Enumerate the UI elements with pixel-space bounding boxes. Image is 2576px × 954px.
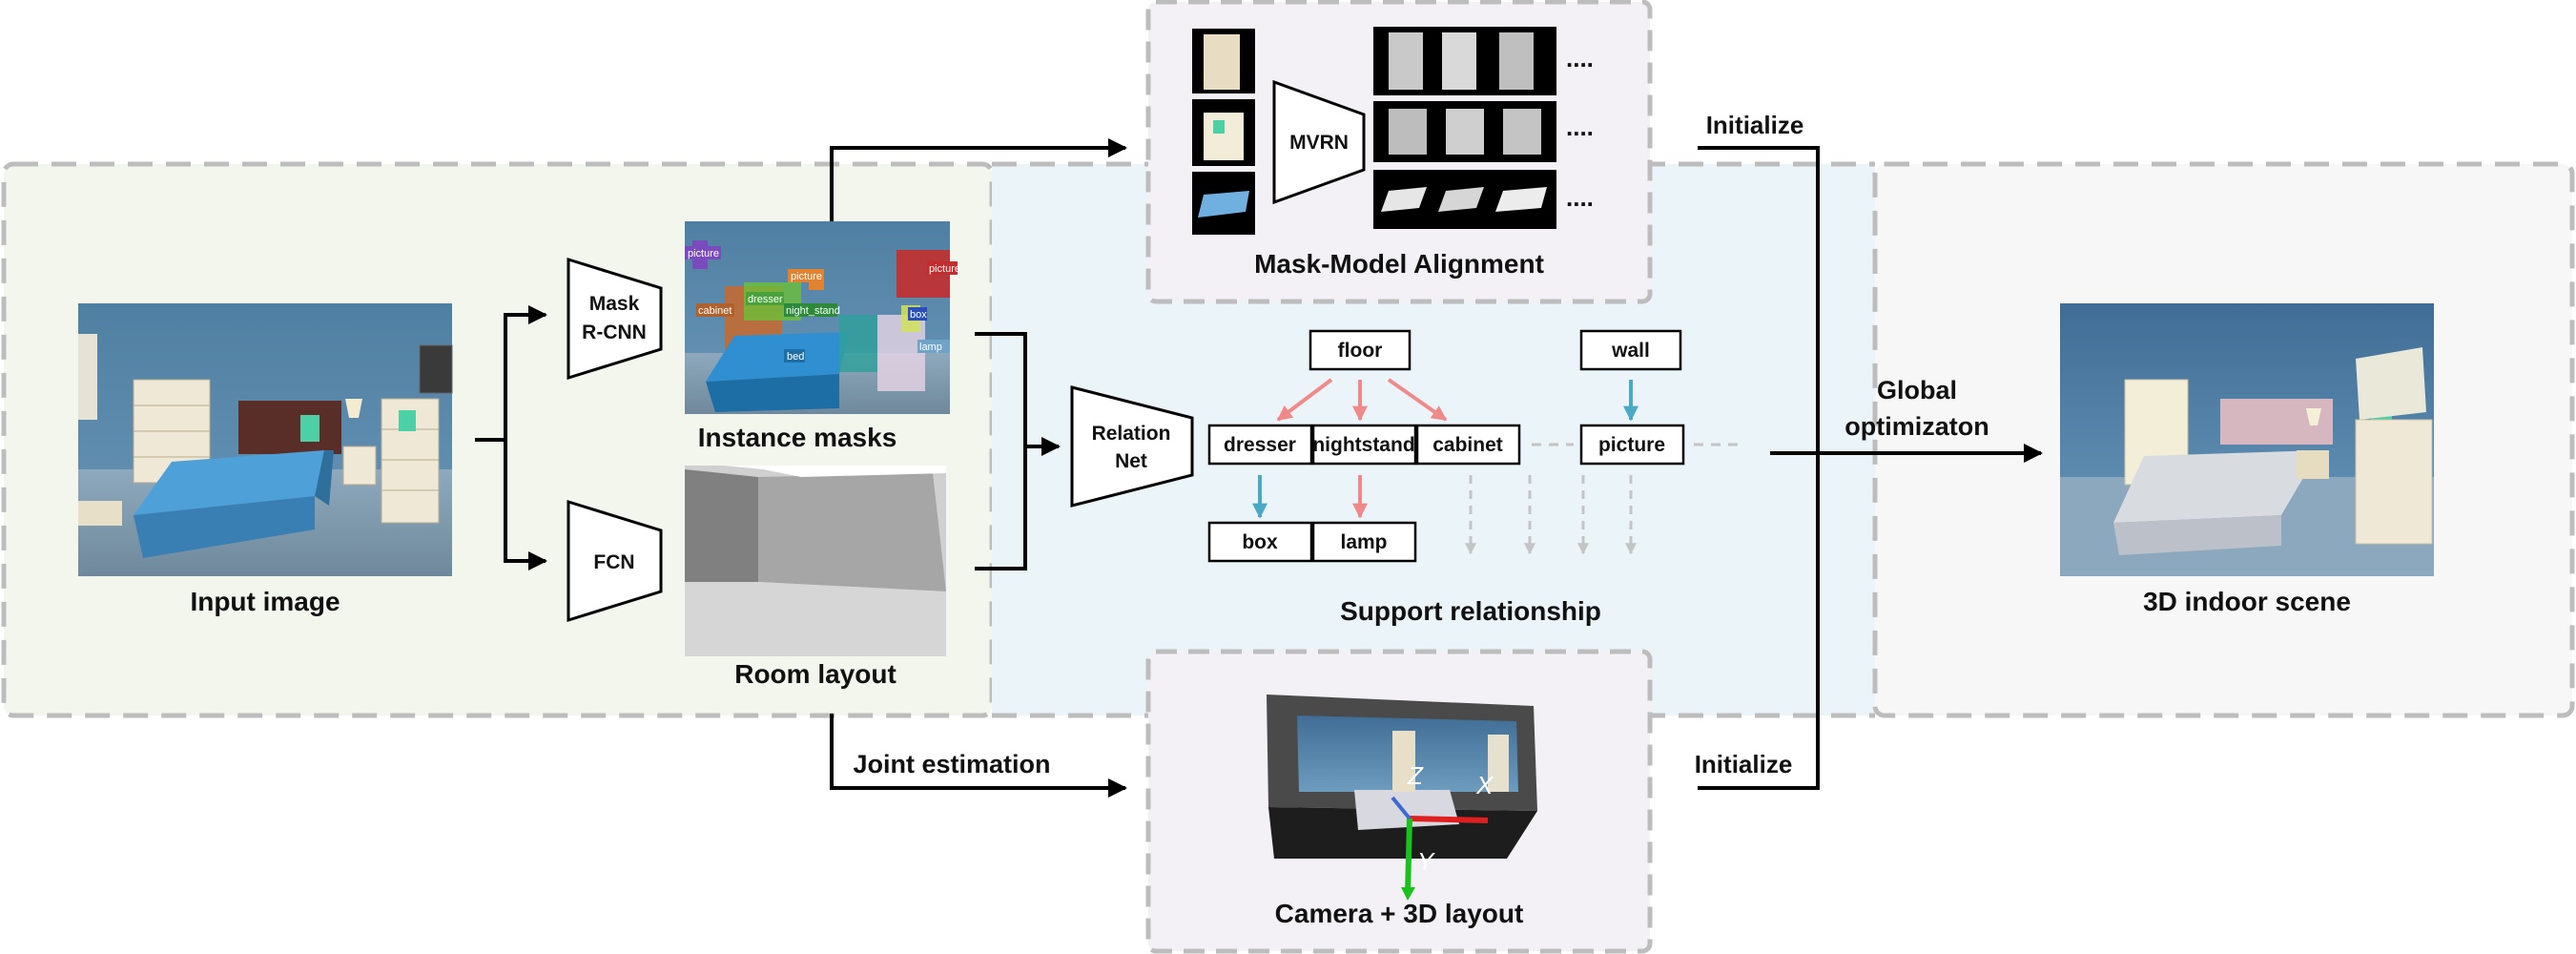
relation-net-label-1: Relation bbox=[1092, 423, 1171, 445]
initialize-bottom-label: Initialize bbox=[1695, 750, 1793, 778]
support-caption: Support relationship bbox=[1340, 596, 1601, 626]
axis-z-line bbox=[1391, 796, 1412, 820]
global-optimization-label-2: optimizaton bbox=[1844, 412, 1989, 441]
mask-tag-bed: bed bbox=[787, 351, 804, 363]
output-scene-image bbox=[2060, 303, 2434, 576]
axis-x-label: X bbox=[1475, 771, 1494, 799]
node-nightstand-label: nightstand bbox=[1312, 434, 1414, 456]
arrow-to-alignment bbox=[830, 138, 1127, 221]
mask-tag-picture-c: picture bbox=[929, 263, 960, 275]
node-cabinet bbox=[1415, 424, 1521, 466]
node-cabinet-label: cabinet bbox=[1432, 434, 1503, 456]
edge-floor-cabinet bbox=[1387, 378, 1448, 422]
joint-estimation-label: Joint estimation bbox=[853, 750, 1050, 778]
node-dresser bbox=[1207, 424, 1313, 466]
instance-masks-caption: Instance masks bbox=[698, 423, 897, 452]
node-lamp bbox=[1311, 521, 1417, 563]
global-optimization-label-1: Global bbox=[1877, 376, 1957, 404]
node-lamp-label: lamp bbox=[1340, 531, 1387, 553]
camera-layout-image bbox=[1267, 695, 1537, 901]
mvrn-block bbox=[1272, 79, 1366, 205]
node-floor bbox=[1309, 329, 1412, 371]
mask-tag-dresser: dresser bbox=[748, 294, 783, 305]
node-box bbox=[1207, 521, 1313, 563]
node-nightstand bbox=[1311, 424, 1417, 466]
model-retrieval-grid bbox=[1373, 27, 1556, 229]
ellipsis-row-2: .... bbox=[1566, 113, 1594, 141]
mask-tag-cabinet: cabinet bbox=[698, 305, 732, 317]
axis-y-label: Y bbox=[1417, 847, 1435, 876]
mask-tag-picture-a: picture bbox=[688, 248, 719, 259]
arrow-masks-merge bbox=[975, 332, 1027, 570]
input-image bbox=[78, 303, 453, 576]
output-scene-caption: 3D indoor scene bbox=[2143, 587, 2351, 616]
node-box-label: box bbox=[1242, 531, 1278, 553]
arrow-input-to-fcn bbox=[504, 440, 547, 570]
relation-net-label-2: Net bbox=[1115, 450, 1147, 472]
node-dresser-label: dresser bbox=[1224, 434, 1296, 456]
initialize-top-label: Initialize bbox=[1706, 111, 1804, 139]
maskrcnn-block bbox=[567, 257, 663, 381]
mvrn-label: MVRN bbox=[1289, 132, 1349, 154]
alignment-masks bbox=[1192, 29, 1255, 235]
instance-masks-image: picture picture picture cabinet dresser … bbox=[685, 221, 960, 414]
node-wall bbox=[1579, 329, 1682, 371]
node-picture-label: picture bbox=[1598, 434, 1665, 456]
mask-tag-night-stand: night_stand bbox=[786, 305, 840, 317]
room-layout-caption: Room layout bbox=[734, 659, 896, 689]
arrow-to-camera bbox=[830, 714, 1127, 798]
ellipsis-row-1: .... bbox=[1566, 44, 1594, 73]
node-wall-label: wall bbox=[1611, 340, 1650, 362]
relation-net-block bbox=[1070, 385, 1194, 508]
support-graph: floor wall dresser nightstand cabinet pi… bbox=[1207, 329, 1740, 563]
maskrcnn-label-2: R-CNN bbox=[582, 321, 647, 343]
node-picture bbox=[1579, 424, 1685, 466]
mask-tag-lamp: lamp bbox=[919, 342, 942, 353]
mask-tag-picture-b: picture bbox=[791, 271, 822, 282]
axis-y-line bbox=[1405, 818, 1412, 896]
alignment-caption: Mask-Model Alignment bbox=[1254, 249, 1544, 279]
mask-tag-box: box bbox=[910, 309, 927, 321]
maskrcnn-label-1: Mask bbox=[589, 293, 640, 315]
arrow-input-split bbox=[475, 305, 547, 442]
camera-caption: Camera + 3D layout bbox=[1275, 899, 1524, 928]
initialize-top-line bbox=[1698, 146, 1820, 790]
axis-x-line bbox=[1409, 816, 1489, 823]
input-image-caption: Input image bbox=[190, 587, 340, 616]
axis-z-label: Z bbox=[1407, 761, 1424, 790]
room-layout-image bbox=[685, 466, 946, 656]
fcn-label: FCN bbox=[593, 551, 634, 573]
ellipsis-row-3: .... bbox=[1566, 183, 1594, 212]
edge-floor-dresser bbox=[1276, 378, 1333, 422]
node-floor-label: floor bbox=[1338, 340, 1383, 362]
fcn-block bbox=[567, 499, 663, 623]
